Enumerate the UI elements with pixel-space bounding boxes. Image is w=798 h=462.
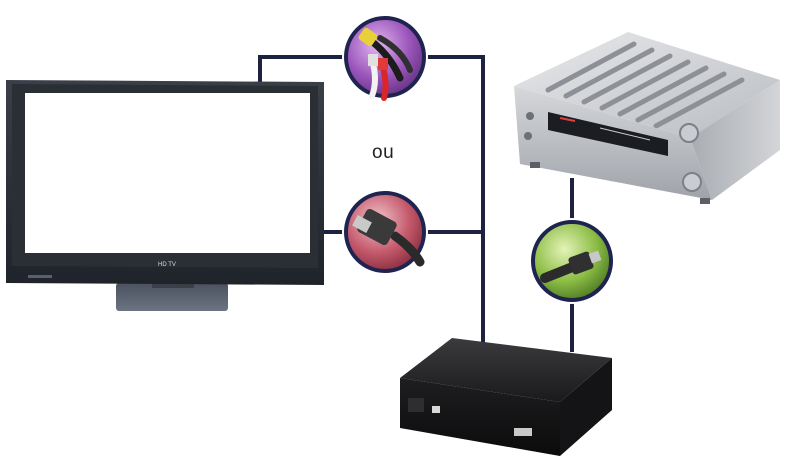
optical-cable-badge (529, 218, 615, 304)
hd-tv: HD TV (6, 80, 324, 311)
receiver-display (548, 112, 668, 156)
hdmi-cable-icon (352, 208, 425, 267)
av-receiver (514, 32, 780, 204)
cable-tv-rca (258, 55, 345, 82)
receiver-knob-volume (679, 123, 699, 143)
tv-brand-label: HD TV (158, 262, 176, 268)
tv-screen (25, 93, 310, 253)
hdmi-cable-badge (342, 189, 428, 275)
cables (258, 55, 574, 352)
receiver-vents (545, 41, 745, 129)
receiver-knob-input (682, 172, 702, 192)
cable-rca-trunk (425, 55, 485, 343)
rca-cable-icon (358, 27, 413, 101)
player-usb-port (514, 428, 532, 436)
player-power-led (432, 406, 440, 413)
or-connector-text: ou (372, 142, 394, 163)
player-top (400, 338, 612, 402)
player-side (560, 358, 612, 456)
receiver-side (690, 80, 780, 200)
player-front (400, 378, 560, 456)
tv-stand-base (116, 283, 228, 311)
media-player (400, 338, 612, 456)
rca-cable-badge (342, 14, 428, 101)
optical-cable-icon (540, 250, 602, 283)
